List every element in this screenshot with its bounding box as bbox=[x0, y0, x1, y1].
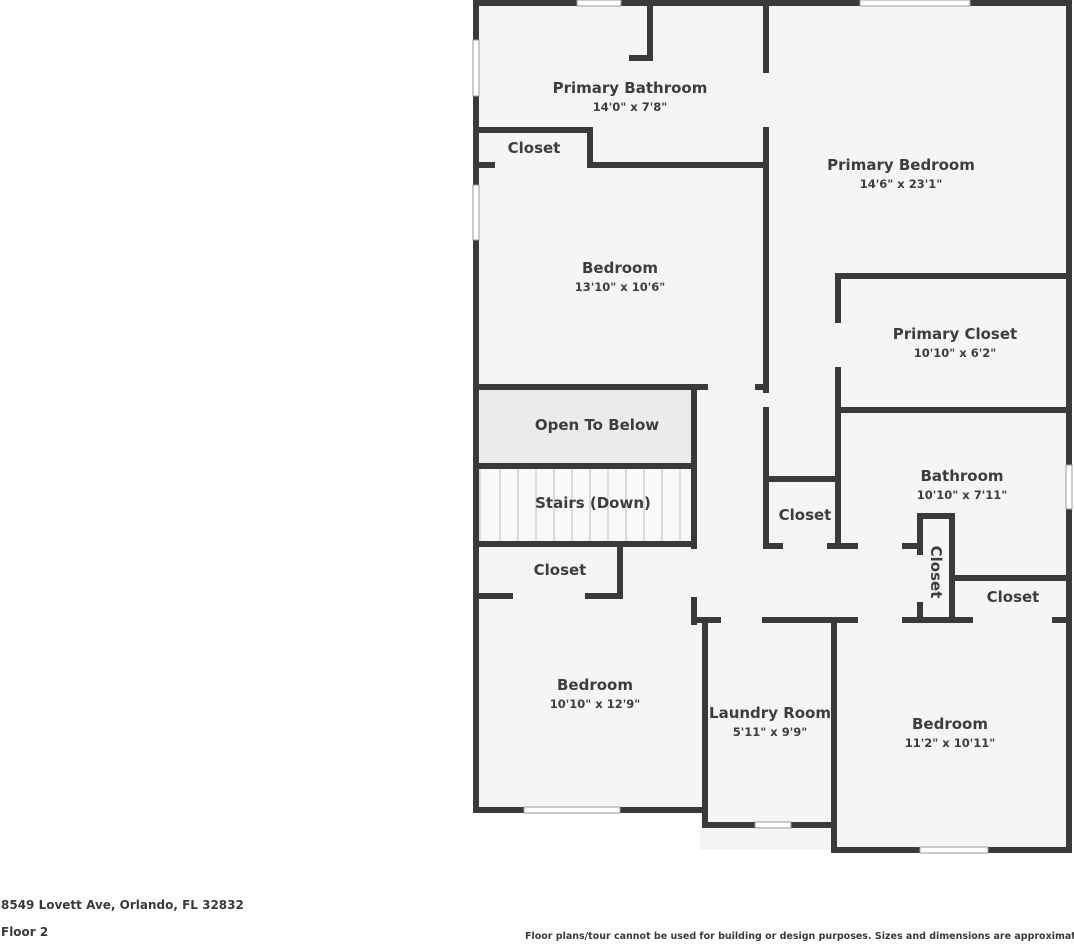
room-name-bedroom: Bedroom bbox=[582, 259, 658, 277]
open-to-below-area bbox=[480, 390, 692, 466]
property-address: 8549 Lovett Ave, Orlando, FL 32832 bbox=[1, 898, 244, 912]
room-name-primary-closet: Primary Closet bbox=[893, 325, 1017, 343]
room-name-closet-vertical: Closet bbox=[927, 546, 945, 599]
room-name-closet: Closet bbox=[534, 561, 587, 579]
room-name-bathroom: Bathroom bbox=[920, 467, 1003, 485]
room-dims-primary-closet: 10'10" x 6'2" bbox=[914, 346, 996, 360]
windows bbox=[472, 0, 1073, 854]
room-name-laundry-room: Laundry Room bbox=[709, 704, 831, 722]
walls bbox=[473, 0, 1072, 853]
room-name-bedroom: Bedroom bbox=[912, 715, 988, 733]
room-labels: Primary Bathroom 14'0" x 7'8" Closet Pri… bbox=[508, 79, 1040, 750]
room-name-primary-bedroom: Primary Bedroom bbox=[827, 156, 975, 174]
room-dims-bathroom: 10'10" x 7'11" bbox=[917, 488, 1007, 502]
room-name-closet: Closet bbox=[987, 588, 1040, 606]
room-dims-bedroom: 13'10" x 10'6" bbox=[575, 280, 665, 294]
floor-label: Floor 2 bbox=[1, 925, 49, 939]
room-name-closet: Closet bbox=[508, 139, 561, 157]
room-name-closet: Closet bbox=[779, 506, 832, 524]
room-dims-laundry-room: 5'11" x 9'9" bbox=[733, 725, 807, 739]
room-dims-primary-bathroom: 14'0" x 7'8" bbox=[593, 100, 667, 114]
disclaimer-text: Floor plans/tour cannot be used for buil… bbox=[525, 931, 1074, 942]
room-name-stairs: Stairs (Down) bbox=[535, 494, 651, 512]
room-dims-bedroom: 11'2" x 10'11" bbox=[905, 736, 995, 750]
room-dims-primary-bedroom: 14'6" x 23'1" bbox=[860, 177, 942, 191]
room-dims-bedroom: 10'10" x 12'9" bbox=[550, 697, 640, 711]
room-name-primary-bathroom: Primary Bathroom bbox=[553, 79, 708, 97]
room-name-open-to-below: Open To Below bbox=[535, 416, 659, 434]
room-name-bedroom: Bedroom bbox=[557, 676, 633, 694]
